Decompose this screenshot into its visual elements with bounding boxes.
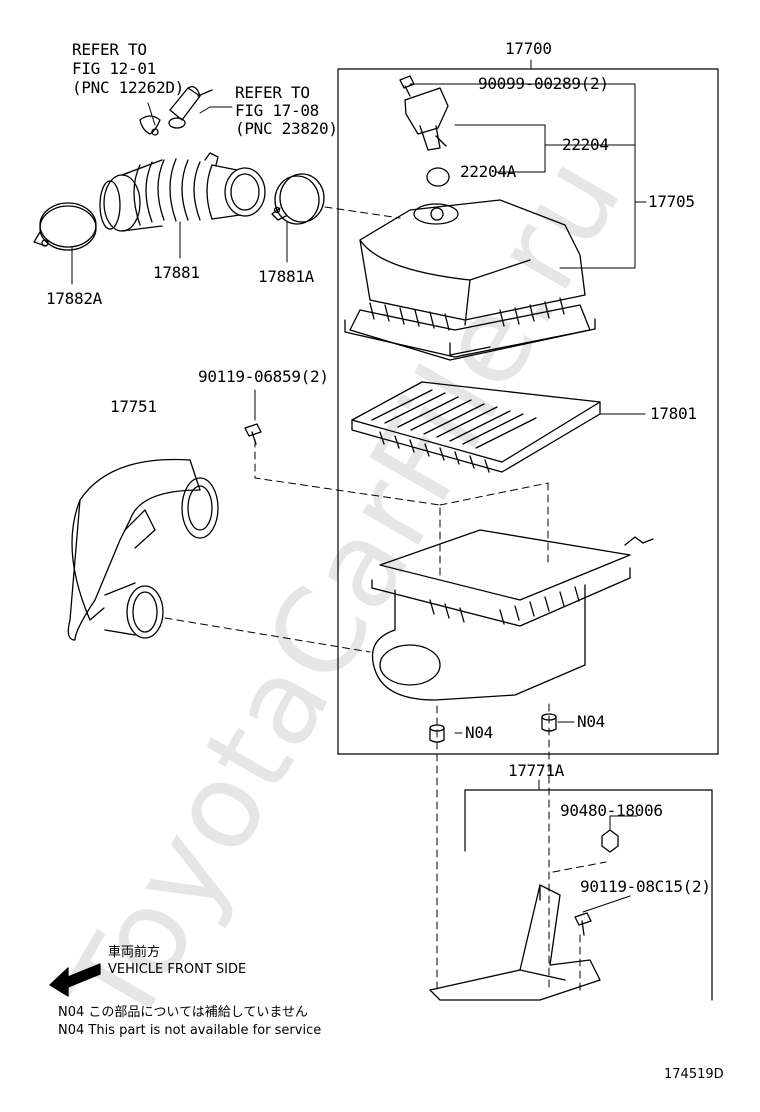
part-label-n04-right: N04 bbox=[577, 712, 605, 731]
figure-id: 174519D bbox=[664, 1067, 724, 1082]
vacuum-hose-icon bbox=[168, 85, 213, 129]
bracket-17771A bbox=[464, 789, 713, 1001]
o-ring-22204A bbox=[426, 167, 450, 187]
leader-lines bbox=[71, 59, 647, 913]
refer-1-line2: FIG 12-01 bbox=[72, 59, 156, 78]
part-label-90119-08C15: 90119-08C15(2) bbox=[580, 877, 711, 896]
hose-clamp-17881A bbox=[271, 173, 325, 225]
bracket-assy bbox=[429, 829, 619, 1001]
part-label-17751: 17751 bbox=[110, 397, 157, 416]
intake-hose-17881 bbox=[99, 152, 266, 232]
part-label-n04-left: N04 bbox=[465, 723, 493, 742]
part-label-17771A: 17771A bbox=[508, 761, 564, 780]
part-label-22204A: 22204A bbox=[460, 162, 516, 181]
refer-1-line1: REFER TO bbox=[72, 40, 147, 59]
part-label-17882A: 17882A bbox=[46, 289, 102, 308]
part-label-22204: 22204 bbox=[562, 135, 609, 154]
part-label-17700: 17700 bbox=[505, 39, 552, 58]
hose-clamp-17882A bbox=[33, 202, 97, 251]
part-label-90099: 90099-00289(2) bbox=[478, 74, 609, 93]
front-arrow-icon bbox=[49, 963, 101, 997]
small-clamp-icon bbox=[139, 115, 161, 136]
assembly-box-17700 bbox=[337, 68, 719, 755]
air-cleaner-cap-17705 bbox=[344, 199, 596, 361]
part-label-17881A: 17881A bbox=[258, 267, 314, 286]
refer-2-line2: FIG 17-08 bbox=[235, 101, 319, 120]
air-flow-meter-22204 bbox=[399, 75, 449, 151]
air-filter-element-17801 bbox=[351, 381, 601, 473]
refer-1-line3: (PNC 12262D) bbox=[72, 78, 184, 97]
grommet-n04-left bbox=[429, 724, 445, 743]
refer-2-line1: REFER TO bbox=[235, 83, 310, 102]
note-en: N04 This part is not available for servi… bbox=[58, 1023, 322, 1038]
part-label-90480: 90480-18006 bbox=[560, 801, 663, 820]
refer-2-line3: (PNC 23820) bbox=[235, 119, 338, 138]
dashed-lines bbox=[164, 206, 607, 991]
air-cleaner-case-17771A bbox=[371, 529, 654, 701]
part-label-90119-06859: 90119-06859(2) bbox=[198, 367, 329, 386]
intake-duct-17751 bbox=[67, 458, 219, 641]
front-side-en: VEHICLE FRONT SIDE bbox=[108, 962, 247, 977]
bolt-90119-06859 bbox=[244, 423, 262, 445]
front-side-jp: 車両前方 bbox=[108, 945, 161, 960]
part-label-17801: 17801 bbox=[650, 404, 697, 423]
grommet-n04-right bbox=[541, 713, 557, 732]
part-label-17881: 17881 bbox=[153, 263, 200, 282]
note-jp: N04 この部品については補給していません bbox=[58, 1005, 308, 1020]
part-label-17705: 17705 bbox=[648, 192, 695, 211]
